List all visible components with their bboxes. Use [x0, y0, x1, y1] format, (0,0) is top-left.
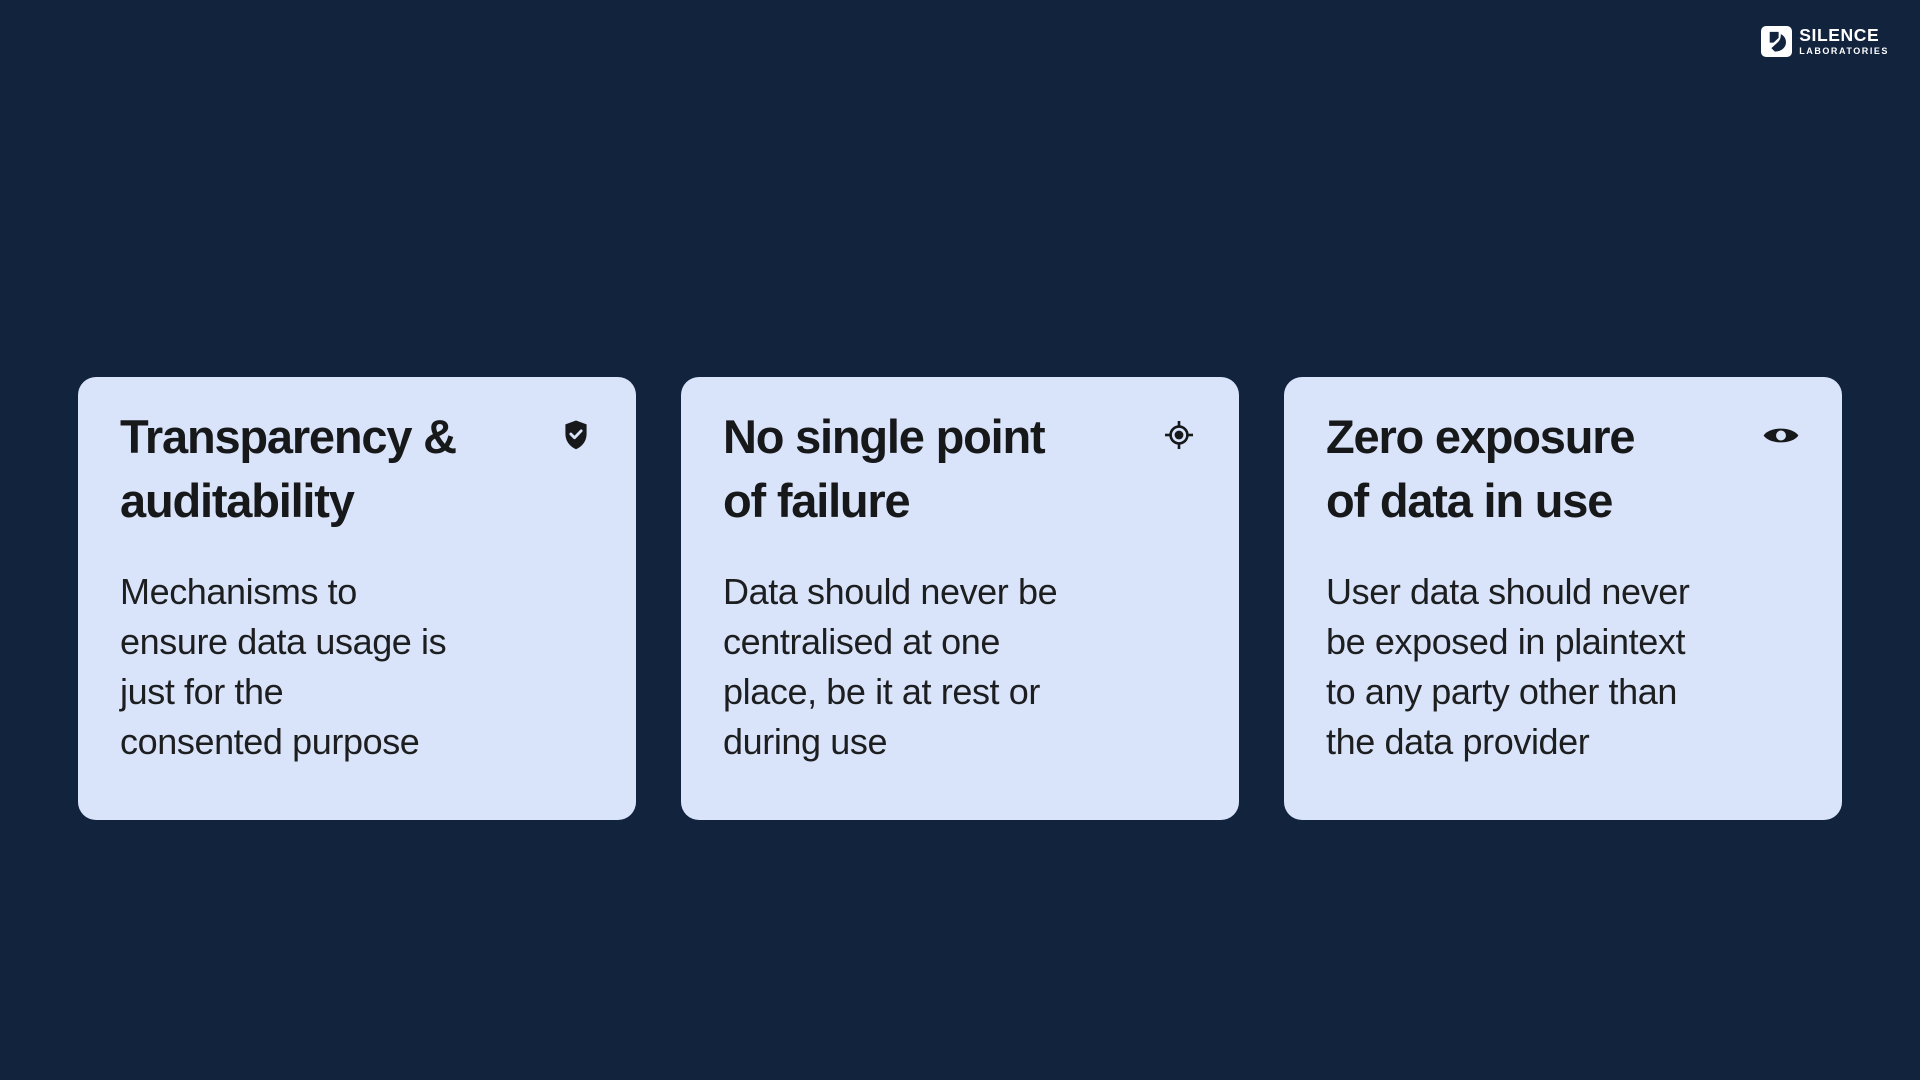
card-no-single-point-of-failure: No single point of failure Data should n… [681, 377, 1239, 820]
eye-icon [1762, 419, 1800, 451]
target-icon [1163, 419, 1195, 451]
silence-labs-mark-icon [1761, 26, 1793, 57]
logo-brand-subname: LABORATORIES [1799, 46, 1889, 57]
logo-wordmark: SILENCE LABORATORIES [1799, 24, 1889, 57]
silence-laboratories-logo: SILENCE LABORATORIES [1761, 26, 1889, 57]
card-description: Mechanisms to ensure data usage is just … [120, 571, 447, 762]
card-title: Zero exposure of data in use [1326, 410, 1635, 527]
card-zero-exposure-of-data: Zero exposure of data in use User data s… [1284, 377, 1842, 820]
card-title: No single point of failure [723, 410, 1046, 527]
card-description: User data should never be exposed in pla… [1326, 571, 1690, 762]
feature-cards-row: Transparency & auditability Mechanisms t… [0, 377, 1920, 820]
card-transparency-auditability: Transparency & auditability Mechanisms t… [78, 377, 636, 820]
logo-brand-name: SILENCE [1799, 24, 1880, 45]
shield-check-icon [560, 419, 592, 451]
card-description: Data should never be centralised at one … [723, 571, 1058, 762]
card-title: Transparency & auditability [120, 410, 457, 527]
